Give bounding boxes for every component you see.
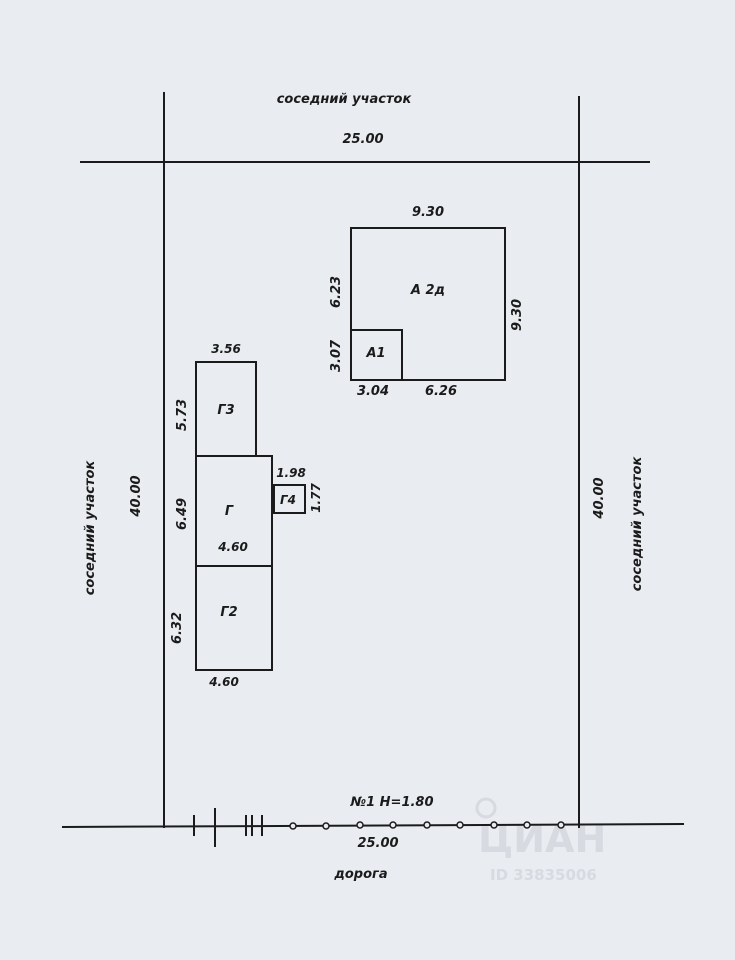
house-right-dimension: 9.30 xyxy=(510,299,525,331)
fence-post xyxy=(490,821,498,829)
road-boundary-line xyxy=(61,823,685,828)
fence-post xyxy=(289,822,297,830)
fence-post xyxy=(456,821,464,829)
annex-outline xyxy=(350,329,403,381)
house-top-dimension: 9.30 xyxy=(412,205,444,220)
g2-outline xyxy=(195,565,273,671)
house-name: А 2д xyxy=(410,283,445,298)
g4-name: Г4 xyxy=(280,493,296,507)
annex-name: А1 xyxy=(365,346,385,361)
annex-left-dimension: 3.07 xyxy=(329,339,344,372)
fence-note: №1 Н=1.80 xyxy=(349,795,433,810)
house-outline xyxy=(350,227,506,381)
fence-post xyxy=(423,821,431,829)
plot-top-dimension: 25.00 xyxy=(342,132,383,147)
fence-post xyxy=(557,821,565,829)
g3-left-dimension: 5.73 xyxy=(175,399,190,431)
g3-name: Г3 xyxy=(217,403,234,418)
watermark-logo-icon xyxy=(475,797,497,819)
house-left-dimension: 6.23 xyxy=(329,276,344,308)
g2-left-dimension: 6.32 xyxy=(170,612,185,644)
g2-name: Г2 xyxy=(220,605,237,620)
fence-post xyxy=(322,822,330,830)
plot-bottom-dimension: 25.00 xyxy=(357,836,398,851)
g-name: Г xyxy=(225,504,234,519)
house-bottom-dimension: 6.26 xyxy=(425,384,457,399)
plot-right-dimension: 40.00 xyxy=(592,477,607,519)
g2-bottom-dimension: 4.60 xyxy=(208,675,239,689)
fence-post xyxy=(389,821,397,829)
g4-right-dimension: 1.77 xyxy=(309,483,323,513)
fence-markers xyxy=(193,808,565,847)
left-neighbor-label: соседний участок xyxy=(83,460,98,596)
g4-top-dimension: 1.98 xyxy=(276,466,306,480)
g-bottom-dimension: 4.60 xyxy=(217,540,248,554)
annex-bottom-dimension: 3.04 xyxy=(357,384,389,399)
fence-post xyxy=(356,821,364,829)
g-left-dimension: 6.49 xyxy=(175,498,190,530)
g4-outline xyxy=(273,484,306,514)
right-neighbor-label: соседний участок xyxy=(630,456,645,592)
watermark: ЦИАН ID 33835006 xyxy=(475,797,606,884)
watermark-id: ID 33835006 xyxy=(490,866,597,884)
g3-top-dimension: 3.56 xyxy=(211,342,241,356)
fence-post xyxy=(523,821,531,829)
top-neighbor-label: соседний участок xyxy=(277,92,413,107)
plot-left-dimension: 40.00 xyxy=(129,475,144,517)
road-label: дорога xyxy=(333,867,387,882)
